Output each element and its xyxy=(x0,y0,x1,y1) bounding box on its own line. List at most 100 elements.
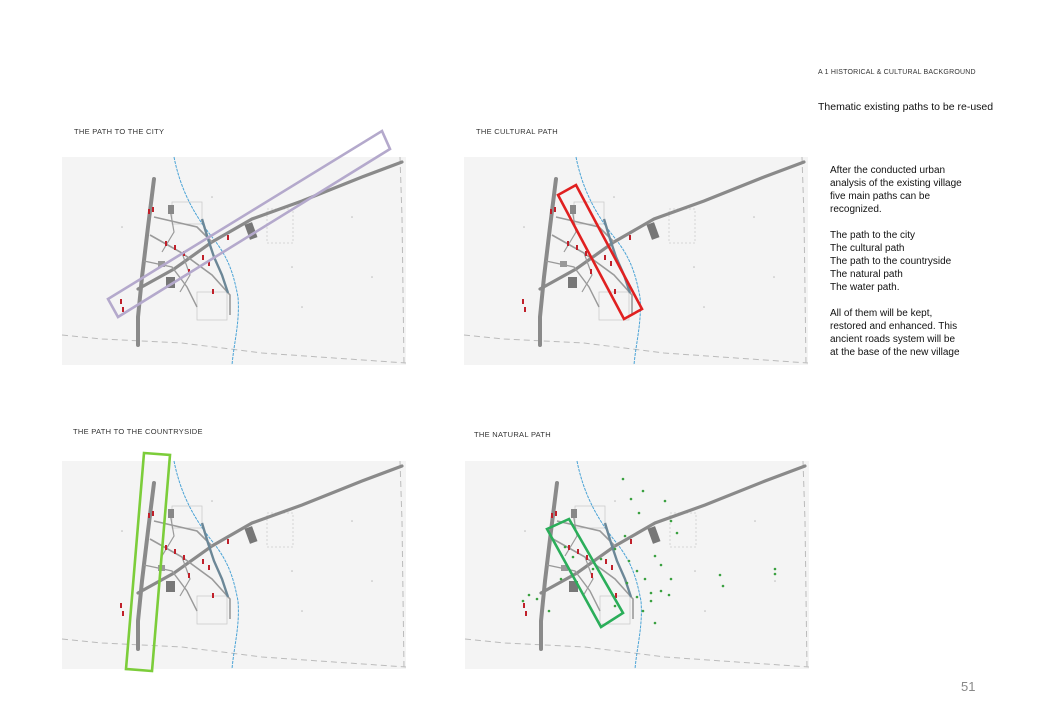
tree-marker xyxy=(625,581,629,585)
heritage-marker xyxy=(576,245,578,250)
boundary-line xyxy=(399,460,405,670)
tree-marker xyxy=(718,573,722,577)
city-road xyxy=(136,160,404,291)
heritage-marker xyxy=(152,207,154,212)
tree-marker xyxy=(629,497,633,501)
parcel-outline xyxy=(573,201,605,225)
river xyxy=(173,156,239,366)
parcel-outline xyxy=(669,512,697,548)
terrain-dot xyxy=(301,610,303,612)
terrain-dot xyxy=(371,276,373,278)
tree-marker xyxy=(641,489,645,493)
tree-marker xyxy=(613,604,617,608)
path-item: The natural path xyxy=(830,269,903,280)
parcel-outline xyxy=(266,208,294,244)
terrain-dot xyxy=(121,226,123,228)
parcel-outline xyxy=(196,291,228,321)
building xyxy=(168,509,174,518)
terrain-dot xyxy=(291,266,293,268)
heritage-marker xyxy=(524,307,526,312)
street xyxy=(581,252,593,293)
heritage-marker xyxy=(202,255,204,260)
tree-marker xyxy=(659,589,663,593)
panel-label-cultural: THE CULTURAL PATH xyxy=(476,127,558,136)
heritage-marker xyxy=(590,269,592,274)
village-map xyxy=(61,451,407,673)
tree-marker xyxy=(591,567,595,571)
path-item: The cultural path xyxy=(830,243,905,254)
street xyxy=(179,252,191,293)
tree-marker xyxy=(621,477,625,481)
heritage-marker xyxy=(629,235,631,240)
terrain-dot xyxy=(703,306,705,308)
terrain-dot xyxy=(351,520,353,522)
canal-road xyxy=(603,522,633,598)
terrain-dot xyxy=(774,580,776,582)
tree-marker xyxy=(669,577,673,581)
heritage-marker xyxy=(120,603,122,608)
map-path-to-city xyxy=(61,129,407,366)
tree-marker xyxy=(667,593,671,597)
heritage-marker xyxy=(550,209,552,214)
tree-marker xyxy=(571,555,575,559)
building xyxy=(166,277,175,288)
tree-marker xyxy=(641,609,645,613)
tree-marker xyxy=(659,563,663,567)
boundary-line xyxy=(399,156,405,366)
heritage-marker xyxy=(591,573,593,578)
heritage-marker xyxy=(614,289,616,294)
tree-marker xyxy=(669,519,673,523)
terrain-dot xyxy=(523,226,525,228)
tree-marker xyxy=(563,545,567,549)
heritage-marker xyxy=(523,603,525,608)
building xyxy=(647,526,661,544)
description-conclusion: All of them will be kept, restored and e… xyxy=(830,307,990,359)
heritage-marker xyxy=(585,251,587,256)
heritage-marker xyxy=(577,549,579,554)
terrain-dot xyxy=(291,570,293,572)
map-cultural-path xyxy=(463,156,809,366)
tree-marker xyxy=(773,567,777,571)
text-line: at the base of the new village xyxy=(830,347,960,358)
city-road xyxy=(538,160,806,291)
path-highlight xyxy=(545,517,625,629)
heritage-marker xyxy=(174,245,176,250)
heritage-marker xyxy=(212,289,214,294)
terrain-dot xyxy=(704,610,706,612)
building xyxy=(568,277,577,288)
heritage-marker xyxy=(148,209,150,214)
terrain-dot xyxy=(524,530,526,532)
terrain-dot xyxy=(753,216,755,218)
tree-marker xyxy=(637,511,641,515)
tree-marker xyxy=(663,499,667,503)
heritage-marker xyxy=(227,539,229,544)
heritage-marker xyxy=(152,511,154,516)
terrain-dot xyxy=(693,266,695,268)
heritage-marker xyxy=(555,511,557,516)
heritage-marker xyxy=(208,261,210,266)
heritage-marker xyxy=(122,611,124,616)
city-road xyxy=(136,464,404,595)
terrain-dot xyxy=(694,570,696,572)
description-intro: After the conducted urban analysis of th… xyxy=(830,164,990,216)
heritage-marker xyxy=(610,261,612,266)
heritage-marker xyxy=(567,241,569,246)
text-line: restored and enhanced. This xyxy=(830,321,958,332)
tree-marker xyxy=(649,599,653,603)
tree-marker xyxy=(547,609,551,613)
boundary-line xyxy=(463,334,809,364)
building xyxy=(570,205,576,214)
boundary-line xyxy=(61,638,407,668)
page-subtitle: Thematic existing paths to be re-used xyxy=(818,101,994,113)
parcel-outline xyxy=(196,595,228,625)
heritage-marker xyxy=(605,559,607,564)
terrain-dot xyxy=(613,196,615,198)
boundary-line xyxy=(61,334,407,364)
heritage-marker xyxy=(615,593,617,598)
page-number: 51 xyxy=(961,679,976,694)
text-line: recognized. xyxy=(830,204,882,215)
heritage-marker xyxy=(604,255,606,260)
building xyxy=(244,526,258,544)
tree-marker xyxy=(635,569,639,573)
tree-marker xyxy=(675,531,679,535)
